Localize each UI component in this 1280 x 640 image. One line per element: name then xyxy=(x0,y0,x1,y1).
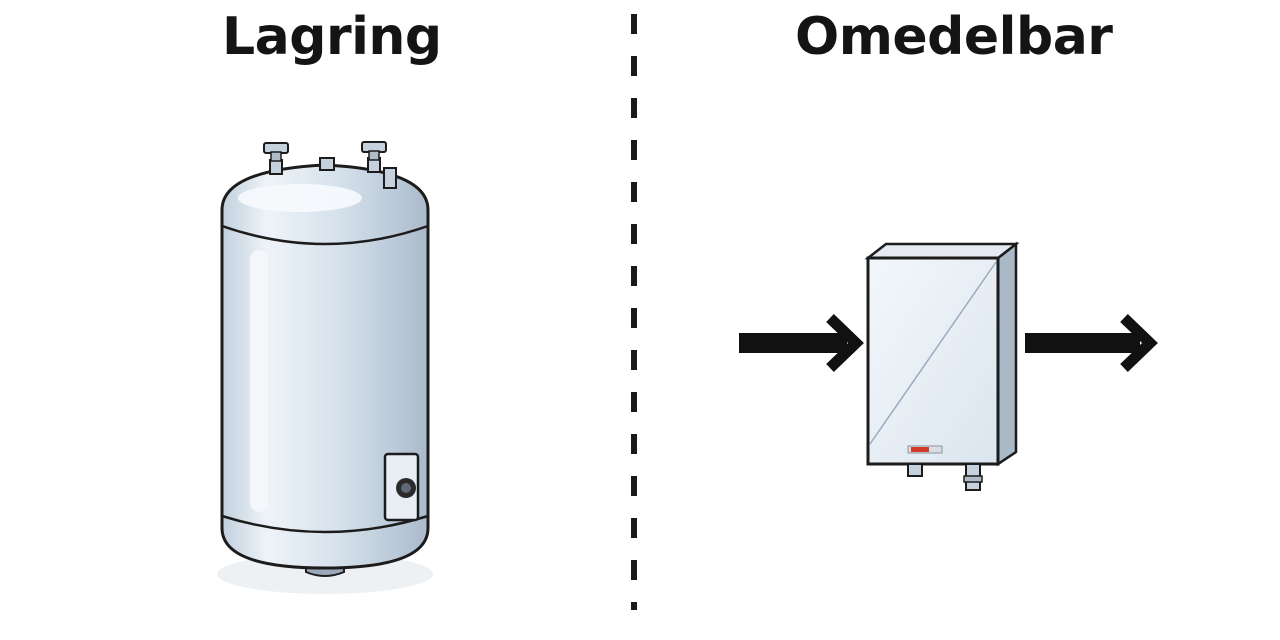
inflow-arrow-icon xyxy=(739,314,864,372)
tankless-heater-icon xyxy=(864,241,1020,491)
dashed-divider xyxy=(631,14,637,610)
storage-label: Lagring xyxy=(222,7,442,67)
instant-label: Omedelbar xyxy=(795,7,1113,67)
outflow-arrow-icon xyxy=(1025,314,1158,372)
storage-tank-icon xyxy=(217,141,433,594)
